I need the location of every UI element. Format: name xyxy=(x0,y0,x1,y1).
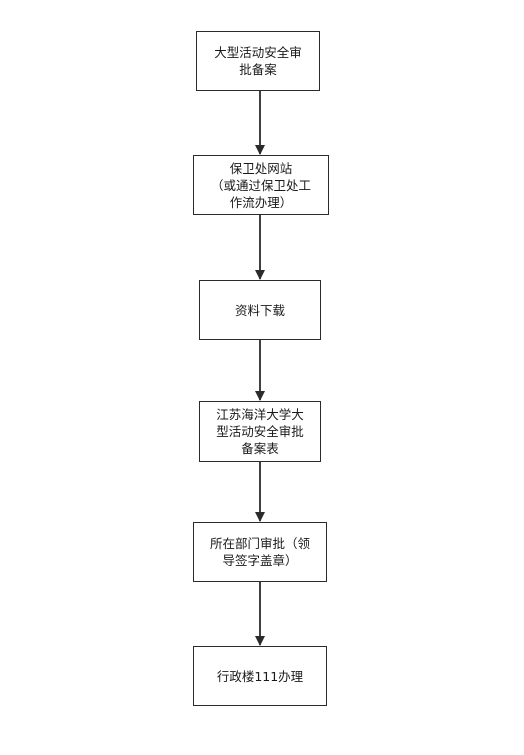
step-security-website-label: 保卫处网站 （或通过保卫处工 作流办理） xyxy=(210,160,311,210)
step-office-building: 行政楼111办理 xyxy=(193,646,327,706)
step-filing-form-label: 江苏海洋大学大 型活动安全审批 备案表 xyxy=(216,407,304,456)
step-office-building-label: 行政楼111办理 xyxy=(216,668,304,684)
step-approval-filing: 大型活动安全审 批备案 xyxy=(196,31,320,91)
step-filing-form: 江苏海洋大学大 型活动安全审批 备案表 xyxy=(199,401,321,462)
step-download-materials: 资料下载 xyxy=(199,280,321,340)
step-download-materials-label: 资料下载 xyxy=(234,302,285,318)
step-department-approval: 所在部门审批（领 导签字盖章） xyxy=(193,522,327,582)
step-approval-filing-label: 大型活动安全审 批备案 xyxy=(214,45,302,77)
step-security-website: 保卫处网站 （或通过保卫处工 作流办理） xyxy=(193,155,329,215)
step-department-approval-label: 所在部门审批（领 导签字盖章） xyxy=(209,536,310,568)
